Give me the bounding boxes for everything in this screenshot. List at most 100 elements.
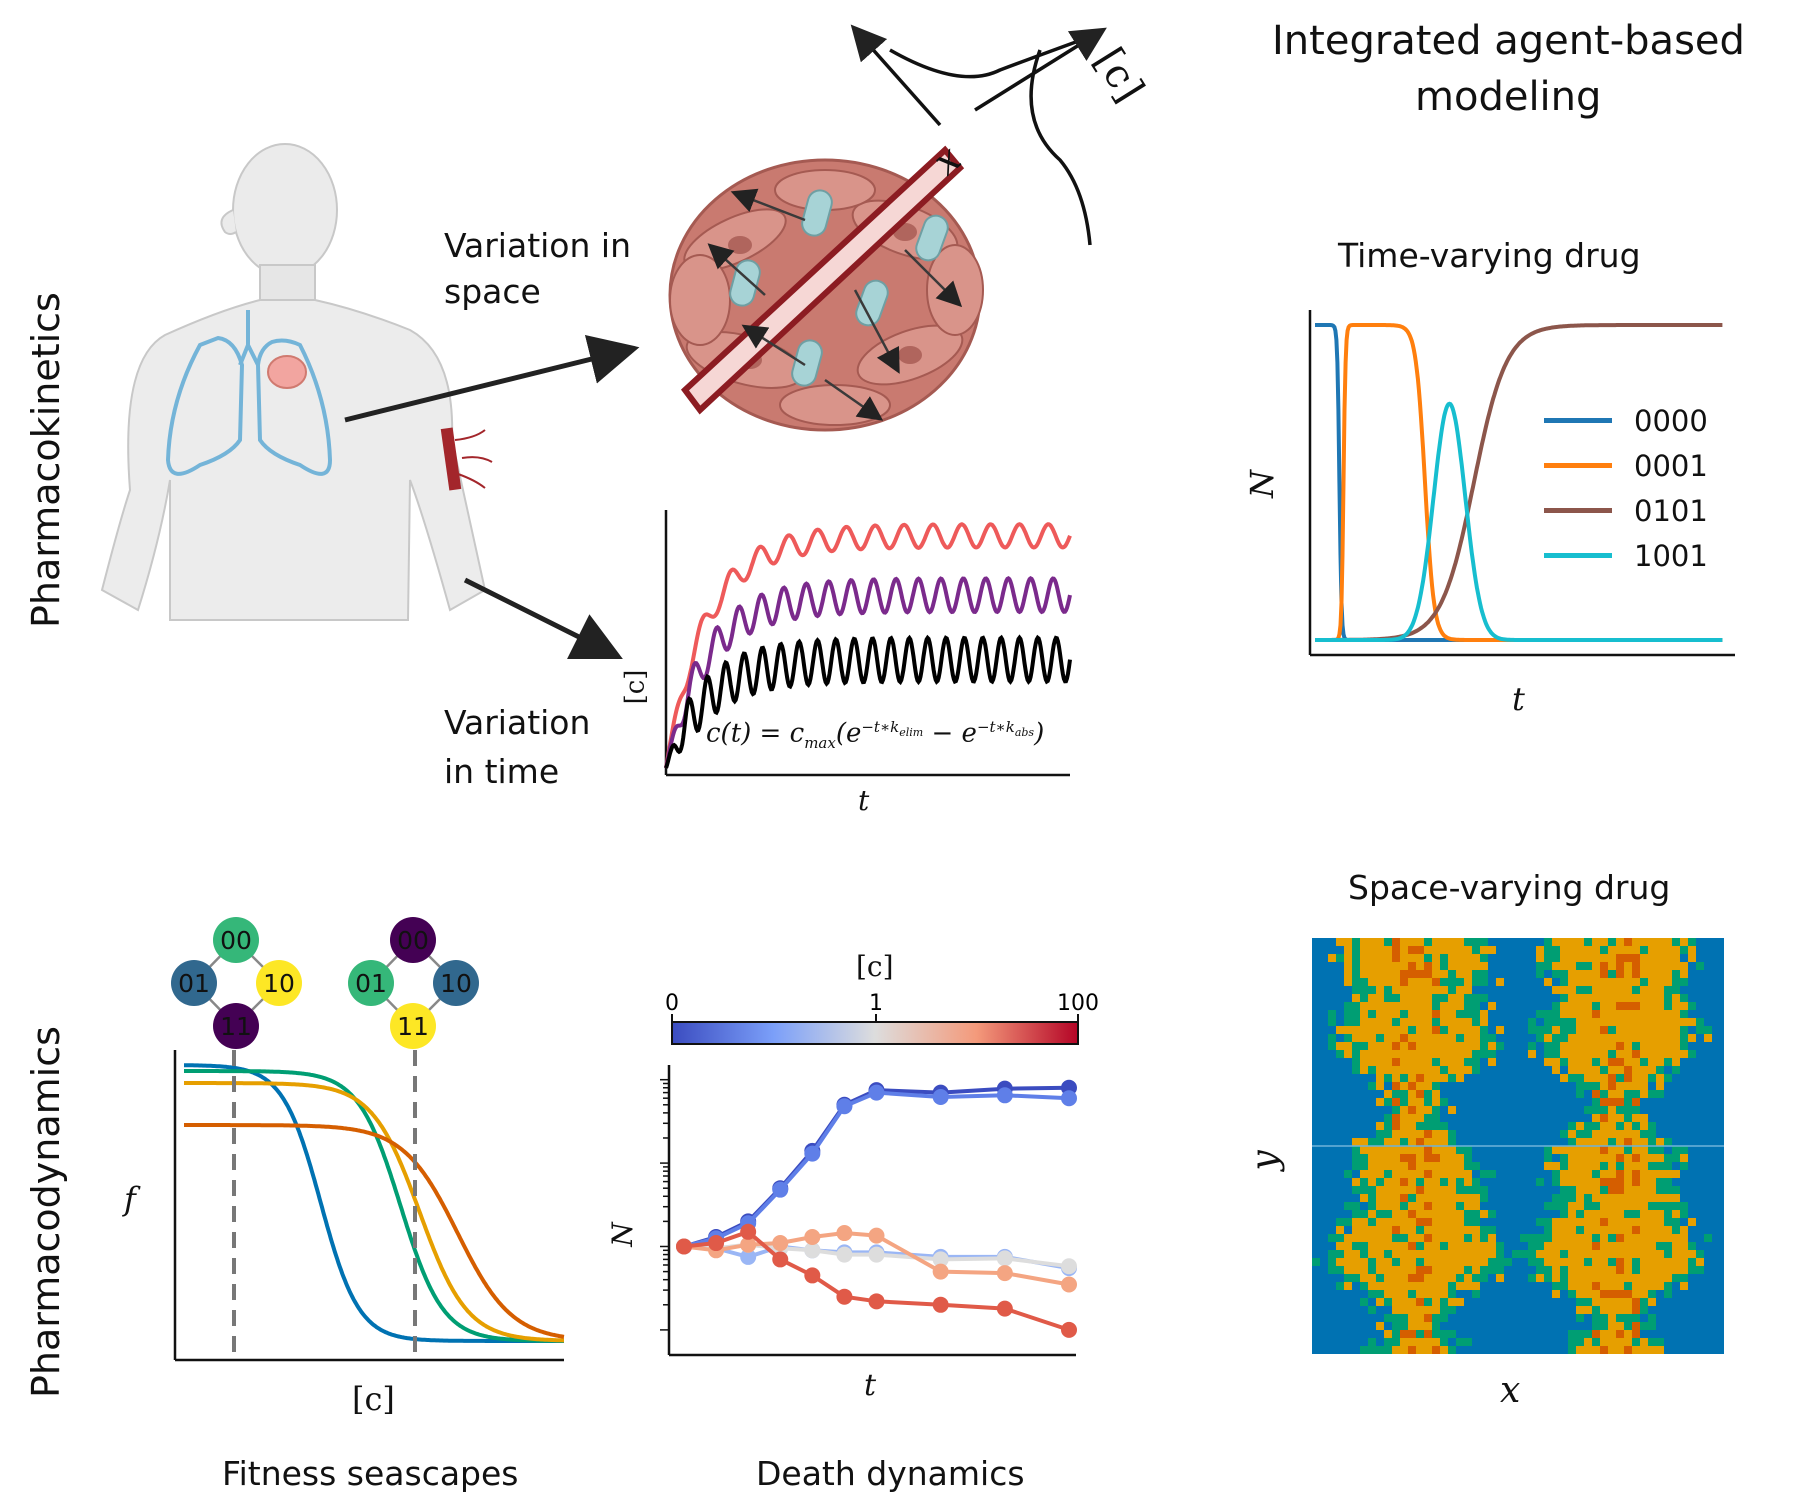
grid-cell — [1608, 1122, 1616, 1130]
grid-cell — [1456, 1018, 1464, 1026]
grid-cell — [1648, 962, 1656, 970]
node-01: 01 — [171, 960, 217, 1006]
grid-cell — [1592, 1242, 1600, 1250]
grid-cell — [1368, 1034, 1376, 1042]
grid-cell — [1400, 1202, 1408, 1210]
grid-cell — [1632, 1074, 1640, 1082]
grid-cell — [1496, 1274, 1504, 1282]
grid-cell — [1600, 1194, 1608, 1202]
grid-cell — [1576, 978, 1584, 986]
grid-cell — [1440, 1130, 1448, 1138]
grid-cell — [1576, 1306, 1584, 1314]
grid-cell — [1480, 1250, 1488, 1258]
grid-cell — [1392, 1226, 1400, 1234]
grid-cell — [1648, 1186, 1656, 1194]
grid-cell — [1608, 978, 1616, 986]
grid-cell — [1360, 1154, 1368, 1162]
grid-cell — [1472, 1226, 1480, 1234]
grid-cell — [1472, 1002, 1480, 1010]
grid-cell — [1336, 1282, 1344, 1290]
grid-cell — [1560, 1274, 1568, 1282]
grid-cell — [1360, 1242, 1368, 1250]
grid-cell — [1600, 1338, 1608, 1346]
grid-cell — [1384, 1098, 1392, 1106]
grid-cell — [1624, 1274, 1632, 1282]
grid-cell — [1424, 1122, 1432, 1130]
grid-cell — [1672, 1210, 1680, 1218]
grid-cell — [1376, 1050, 1384, 1058]
grid-cell — [1464, 938, 1472, 946]
grid-cell — [1648, 1018, 1656, 1026]
grid-cell — [1384, 1050, 1392, 1058]
grid-cell — [1592, 954, 1600, 962]
grid-cell — [1672, 986, 1680, 994]
grid-cell — [1568, 1282, 1576, 1290]
grid-cell — [1616, 1106, 1624, 1114]
grid-cell — [1440, 946, 1448, 954]
grid-cell — [1456, 1250, 1464, 1258]
grid-cell — [1384, 1138, 1392, 1146]
grid-cell — [1392, 1122, 1400, 1130]
grid-cell — [1336, 1042, 1344, 1050]
grid-cell — [1608, 994, 1616, 1002]
grid-cell — [1464, 1194, 1472, 1202]
grid-cell — [1592, 978, 1600, 986]
grid-cell — [1552, 1026, 1560, 1034]
grid-cell — [1352, 1218, 1360, 1226]
grid-cell — [1344, 946, 1352, 954]
grid-cell — [1360, 1282, 1368, 1290]
grid-cell — [1384, 1130, 1392, 1138]
grid-cell — [1336, 1234, 1344, 1242]
grid-cell — [1632, 1002, 1640, 1010]
death-series-point — [868, 1293, 885, 1310]
grid-cell — [1424, 1098, 1432, 1106]
grid-cell — [1576, 1186, 1584, 1194]
conc-xlabel: t — [858, 784, 870, 817]
grid-cell — [1448, 1226, 1456, 1234]
grid-cell — [1336, 1250, 1344, 1258]
grid-cell — [1376, 1210, 1384, 1218]
grid-cell — [1448, 1002, 1456, 1010]
grid-cell — [1552, 938, 1560, 946]
grid-cell — [1640, 1138, 1648, 1146]
grid-cell — [1416, 1130, 1424, 1138]
grid-cell — [1624, 1026, 1632, 1034]
grid-cell — [1624, 1162, 1632, 1170]
grid-cell — [1648, 1250, 1656, 1258]
grid-cell — [1640, 1170, 1648, 1178]
grid-cell — [1464, 1146, 1472, 1154]
grid-cell — [1360, 1266, 1368, 1274]
grid-cell — [1576, 1250, 1584, 1258]
grid-cell — [1600, 1074, 1608, 1082]
grid-cell — [1616, 1186, 1624, 1194]
grid-cell — [1344, 1258, 1352, 1266]
grid-cell — [1592, 1082, 1600, 1090]
grid-cell — [1392, 1346, 1400, 1354]
legend-item: 0001 — [1544, 443, 1724, 488]
grid-cell — [1464, 1058, 1472, 1066]
grid-cell — [1608, 1138, 1616, 1146]
grid-cell — [1632, 954, 1640, 962]
grid-cell — [1632, 1298, 1640, 1306]
grid-cell — [1448, 938, 1456, 946]
grid-cell — [1648, 1218, 1656, 1226]
grid-cell — [1480, 1226, 1488, 1234]
grid-cell — [1432, 970, 1440, 978]
grid-cell — [1592, 1290, 1600, 1298]
grid-cell — [1424, 1154, 1432, 1162]
grid-cell — [1376, 1066, 1384, 1074]
grid-cell — [1480, 1210, 1488, 1218]
grid-cell — [1336, 1266, 1344, 1274]
grid-cell — [1400, 1282, 1408, 1290]
grid-cell — [1368, 1058, 1376, 1066]
grid-cell — [1608, 1234, 1616, 1242]
grid-cell — [1608, 1186, 1616, 1194]
grid-cell — [1488, 1234, 1496, 1242]
grid-cell — [1360, 954, 1368, 962]
grid-cell — [1416, 1258, 1424, 1266]
grid-cell — [1408, 1322, 1416, 1330]
grid-cell — [1360, 1218, 1368, 1226]
grid-cell — [1576, 1282, 1584, 1290]
grid-cell — [1688, 1258, 1696, 1266]
grid-cell — [1384, 970, 1392, 978]
